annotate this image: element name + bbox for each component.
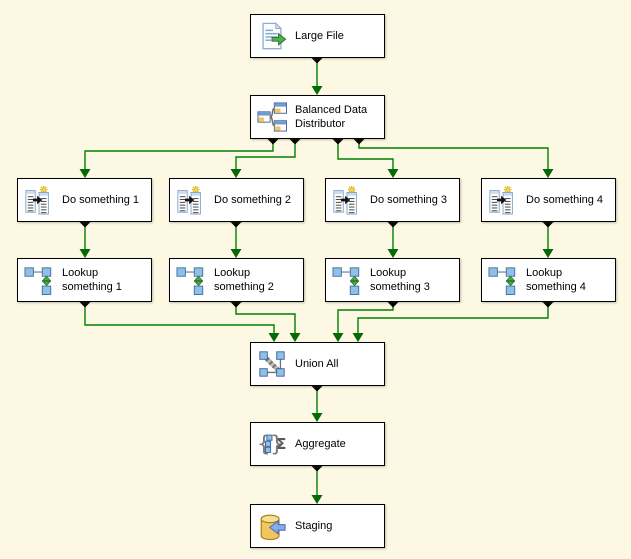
connector-do-something-4-to-lookup-something-4[interactable] (542, 222, 554, 258)
connector-large-file-to-balanced-data-distributor[interactable] (311, 58, 323, 95)
node-do-something-4[interactable]: Do something 4 (481, 178, 616, 222)
node-lookup-something-2[interactable]: Lookup something 2 (169, 258, 304, 302)
union-all-icon (257, 349, 287, 379)
node-label: Lookup something 4 (526, 266, 586, 293)
connector-balanced-data-distributor-to-do-something-1[interactable] (79, 139, 279, 178)
node-label: Lookup something 1 (62, 266, 122, 293)
node-do-something-2[interactable]: Do something 2 (169, 178, 304, 222)
connector-balanced-data-distributor-to-do-something-2[interactable] (230, 139, 301, 178)
output-connector-tab (311, 58, 323, 64)
output-connector-tab (230, 222, 242, 228)
output-connector-tab (387, 302, 399, 308)
node-label: Large File (295, 29, 344, 42)
arrowhead (230, 249, 242, 258)
node-label: Do something 3 (370, 193, 448, 206)
node-balanced-data-distributor[interactable]: Balanced Data Distributor (250, 95, 385, 139)
connector-line[interactable] (337, 139, 394, 171)
balanced-data-distributor-icon (257, 102, 287, 132)
derived-column-icon (176, 185, 206, 215)
connector-balanced-data-distributor-to-do-something-4[interactable] (353, 139, 554, 178)
derived-column-icon (24, 185, 54, 215)
connector-line[interactable] (235, 139, 296, 171)
node-label: Aggregate (295, 437, 346, 450)
arrowhead (332, 333, 344, 342)
svg-text:Σ: Σ (276, 435, 286, 453)
node-do-something-3[interactable]: Do something 3 (325, 178, 460, 222)
connector-union-all-to-aggregate[interactable] (311, 386, 323, 422)
connector-line[interactable] (84, 139, 274, 171)
derived-column-icon (488, 185, 518, 215)
arrowhead (311, 413, 323, 422)
database-icon (257, 511, 287, 541)
node-large-file[interactable]: Large File (250, 14, 385, 58)
lookup-icon (488, 265, 518, 295)
node-lookup-something-1[interactable]: Lookup something 1 (17, 258, 152, 302)
node-label: Lookup something 2 (214, 266, 274, 293)
output-connector-tab (542, 222, 554, 228)
node-label: Do something 1 (62, 193, 140, 206)
lookup-icon (332, 265, 362, 295)
node-do-something-1[interactable]: Do something 1 (17, 178, 152, 222)
arrowhead (387, 249, 399, 258)
output-connector-tab (332, 139, 344, 145)
connector-do-something-3-to-lookup-something-3[interactable] (387, 222, 399, 258)
connector-aggregate-to-staging[interactable] (311, 466, 323, 504)
node-staging[interactable]: Staging (250, 504, 385, 548)
arrowhead (387, 169, 399, 178)
flat-file-icon (257, 21, 287, 51)
connector-line[interactable] (358, 139, 549, 171)
arrowhead (230, 169, 242, 178)
connector-do-something-1-to-lookup-something-1[interactable] (79, 222, 91, 258)
output-connector-tab (311, 466, 323, 472)
node-aggregate[interactable]: {}Σ Aggregate (250, 422, 385, 466)
arrowhead (542, 169, 554, 178)
arrowhead (79, 249, 91, 258)
node-label: Lookup something 3 (370, 266, 430, 293)
arrowhead (352, 333, 364, 342)
connector-line[interactable] (235, 302, 296, 335)
lookup-icon (176, 265, 206, 295)
output-connector-tab (79, 302, 91, 308)
aggregate-icon: {}Σ (257, 429, 287, 459)
output-connector-tab (79, 222, 91, 228)
connector-lookup-something-2-to-union-all[interactable] (230, 302, 301, 342)
output-connector-tab (387, 222, 399, 228)
output-connector-tab (542, 302, 554, 308)
node-label: Balanced Data Distributor (295, 103, 368, 130)
connector-line[interactable] (357, 302, 549, 335)
lookup-icon (24, 265, 54, 295)
node-union-all[interactable]: Union All (250, 342, 385, 386)
arrowhead (289, 333, 301, 342)
connector-balanced-data-distributor-to-do-something-3[interactable] (332, 139, 399, 178)
node-label: Staging (295, 519, 333, 532)
output-connector-tab (289, 139, 301, 145)
arrowhead (79, 169, 91, 178)
node-label: Do something 2 (214, 193, 292, 206)
connector-do-something-2-to-lookup-something-2[interactable] (230, 222, 242, 258)
connector-lookup-something-1-to-union-all[interactable] (79, 302, 280, 342)
output-connector-tab (267, 139, 279, 145)
output-connector-tab (353, 139, 365, 145)
connector-line[interactable] (84, 302, 275, 335)
node-lookup-something-3[interactable]: Lookup something 3 (325, 258, 460, 302)
arrowhead (311, 86, 323, 95)
connector-lookup-something-3-to-union-all[interactable] (332, 302, 399, 342)
arrowhead (311, 495, 323, 504)
connector-lookup-something-4-to-union-all[interactable] (352, 302, 554, 342)
output-connector-tab (230, 302, 242, 308)
arrowhead (542, 249, 554, 258)
node-label: Do something 4 (526, 193, 604, 206)
svg-text:}: } (270, 432, 284, 457)
arrowhead (268, 333, 280, 342)
derived-column-icon (332, 185, 362, 215)
node-lookup-something-4[interactable]: Lookup something 4 (481, 258, 616, 302)
node-label: Union All (295, 357, 339, 370)
output-connector-tab (311, 386, 323, 392)
